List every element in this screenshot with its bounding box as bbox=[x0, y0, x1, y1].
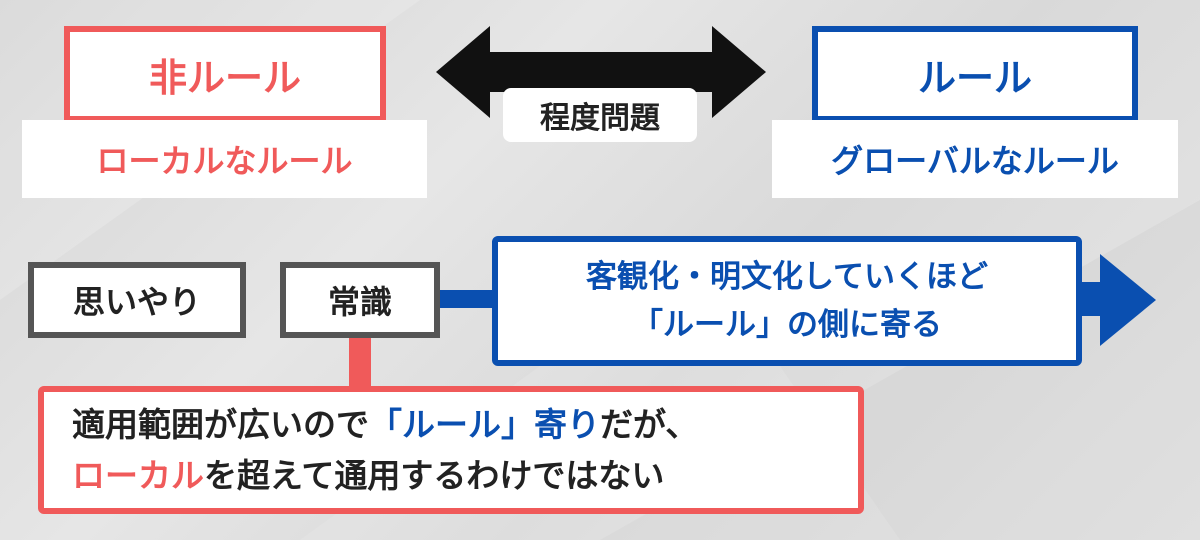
example-joushiki-box: 常識 bbox=[280, 262, 440, 338]
example-omoiyari-box: 思いやり bbox=[28, 262, 246, 338]
example-omoiyari: 思いやり bbox=[72, 283, 201, 321]
note-line-1-part-2: 「ルール」寄り bbox=[369, 404, 600, 444]
note-line-2-part-2: を超えて通用するわけではない bbox=[204, 456, 665, 495]
global-rule-box: グローバルなルール bbox=[772, 120, 1178, 198]
non-rule-title: 非ルール bbox=[148, 55, 301, 100]
degree-label: 程度問題 bbox=[540, 101, 660, 136]
local-rule-label: ローカルなルール bbox=[96, 142, 353, 180]
rule-title: ルール bbox=[917, 55, 1032, 100]
note-line-2-part-1: ローカル bbox=[72, 456, 204, 495]
note-line-1-part-1: 適用範囲が広いので bbox=[72, 404, 369, 444]
local-rule-box: ローカルなルール bbox=[22, 120, 427, 198]
non-rule-title-box: 非ルール bbox=[64, 26, 386, 122]
note-line-2: ローカルを超えて通用するわけではない bbox=[72, 450, 664, 501]
note-box: 適用範囲が広いので「ルール」寄りだが、 ローカルを超えて通用するわけではない bbox=[38, 386, 864, 514]
rule-title-box: ルール bbox=[812, 26, 1138, 122]
global-rule-label: グローバルなルール bbox=[831, 142, 1119, 180]
note-line-1-part-3: だが、 bbox=[600, 404, 699, 444]
objective-line-1: 客観化・明文化していくほど bbox=[585, 258, 989, 295]
red-connector-line bbox=[349, 336, 371, 388]
objective-line-2: 「ルール」の側に寄る bbox=[632, 307, 942, 343]
degree-label-box: 程度問題 bbox=[503, 88, 697, 142]
note-line-1: 適用範囲が広いので「ルール」寄りだが、 bbox=[72, 399, 698, 450]
objective-box: 客観化・明文化していくほど 「ルール」の側に寄る bbox=[492, 236, 1082, 366]
example-joushiki: 常識 bbox=[327, 283, 392, 321]
blue-connector-line bbox=[440, 290, 496, 308]
